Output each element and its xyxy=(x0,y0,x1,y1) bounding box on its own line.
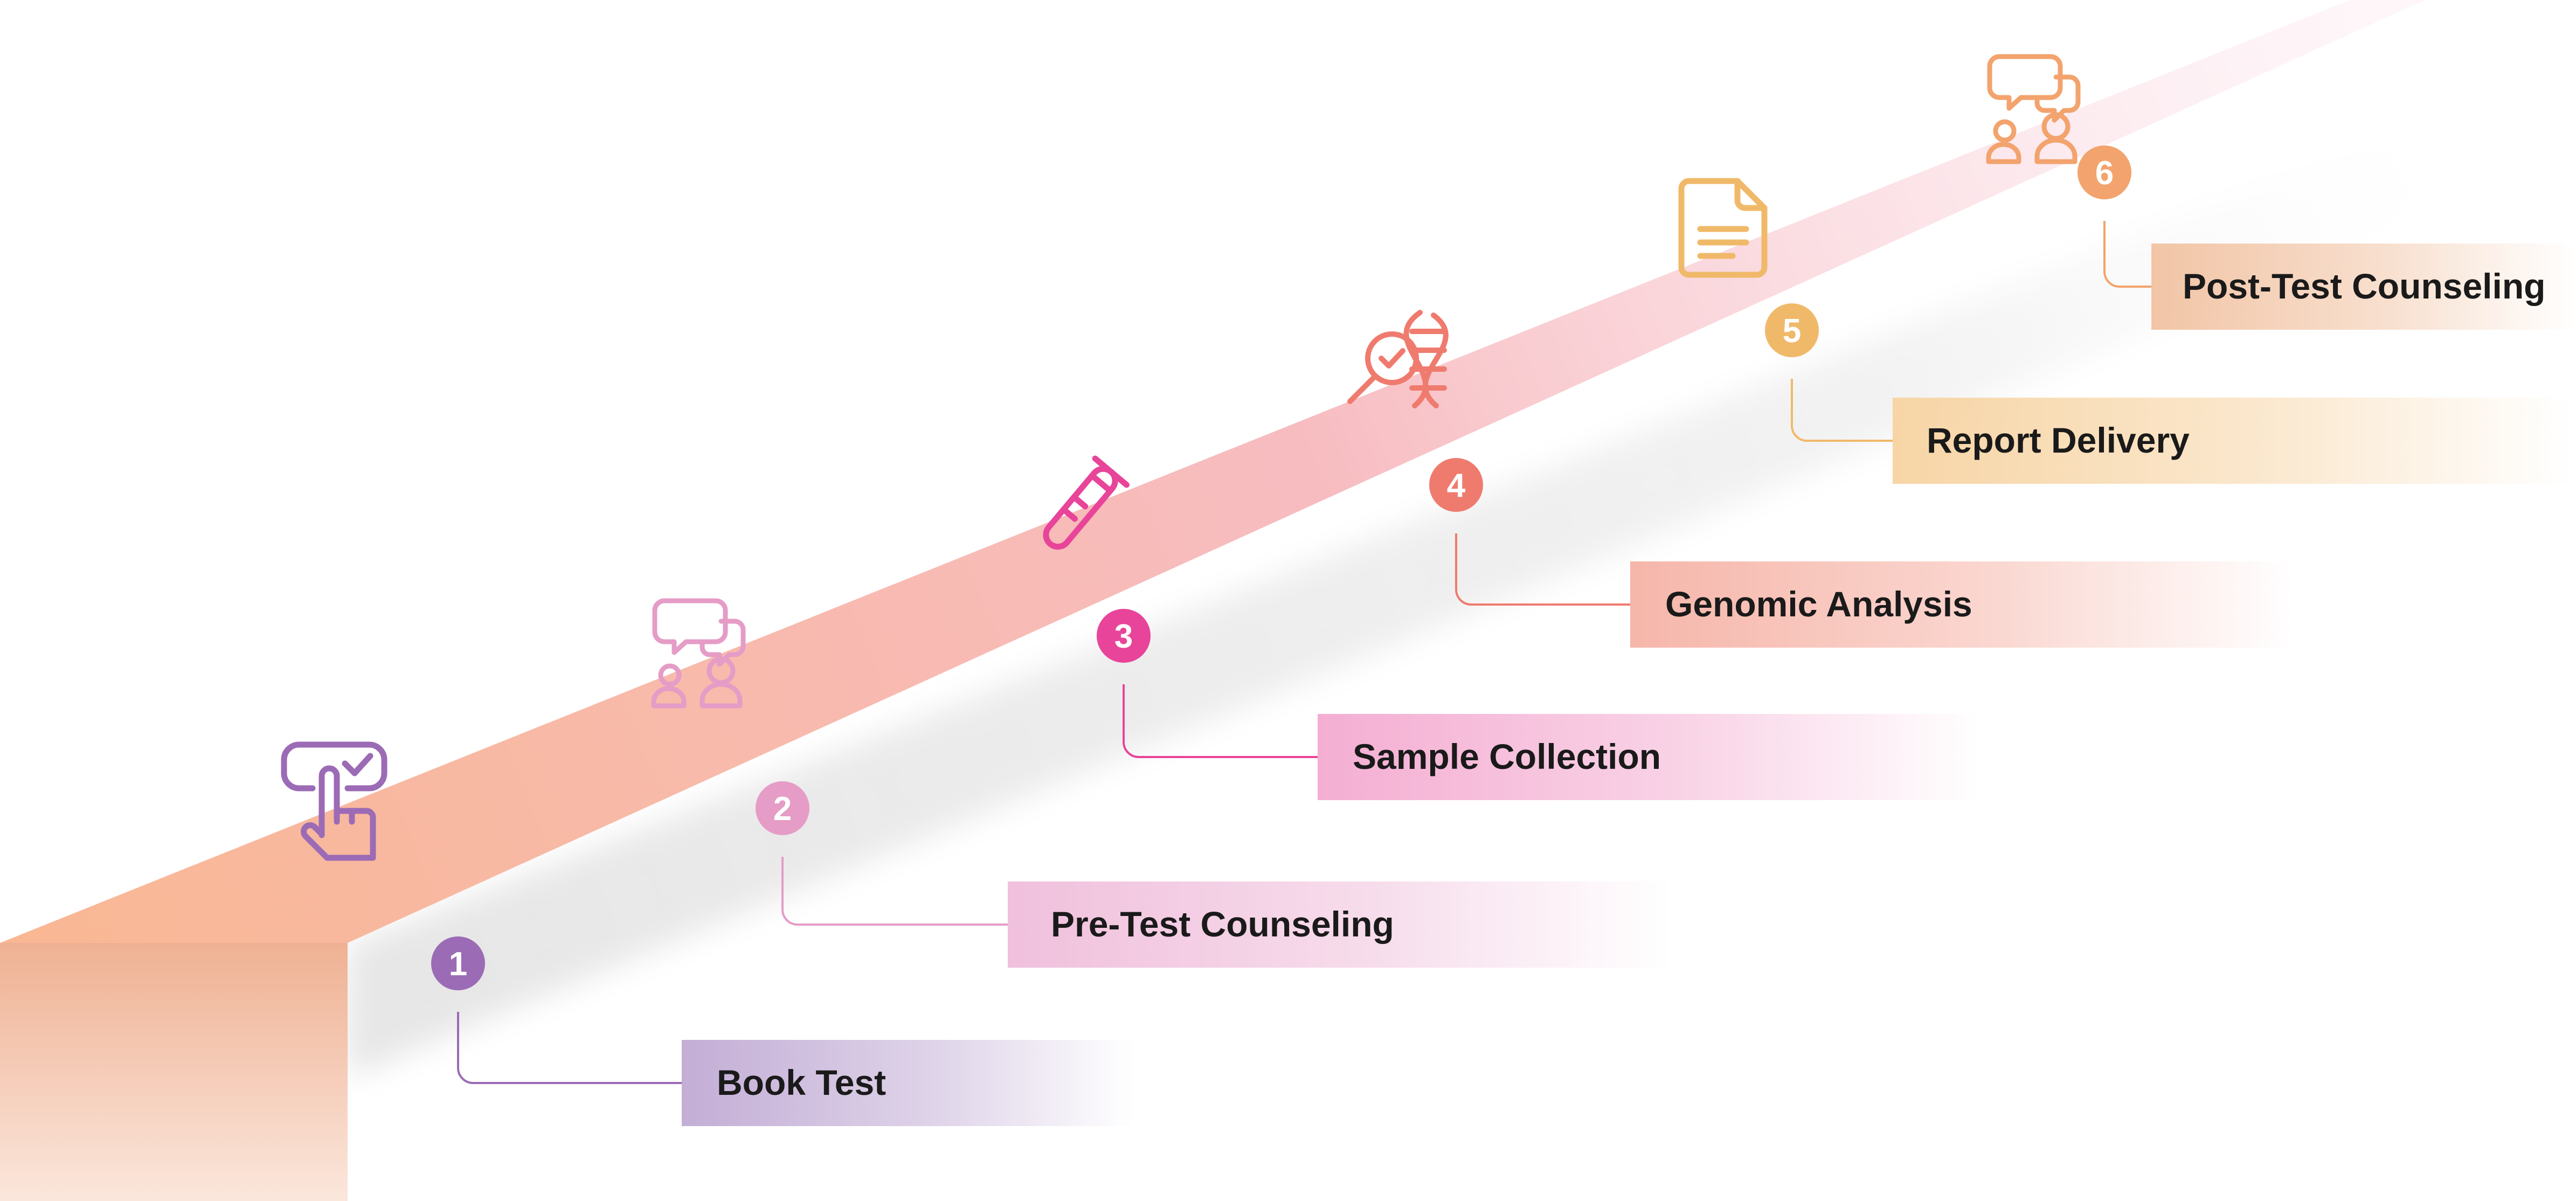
step-4-badge xyxy=(1429,458,1483,512)
step-5-band xyxy=(1893,398,2572,484)
step-3-band xyxy=(1318,714,1981,800)
step-2-badge xyxy=(756,781,809,835)
step-1-band xyxy=(682,1040,1134,1126)
ramp xyxy=(0,0,2425,943)
step-5-badge xyxy=(1765,303,1819,357)
step-6-connector xyxy=(2103,221,2151,288)
step-3-connector xyxy=(1123,684,1318,758)
step-1-connector xyxy=(457,1012,682,1084)
ramp-pillar xyxy=(0,943,348,1201)
step-1-number: 1 xyxy=(449,946,467,983)
step-2-connector xyxy=(781,857,1008,926)
counseling-icon xyxy=(1986,54,2081,164)
step-2-label: Pre-Test Counseling xyxy=(1051,904,1394,944)
step-5-connector xyxy=(1791,379,1893,442)
step-2-band xyxy=(1008,881,1671,968)
dna-magnifier-icon xyxy=(1347,310,1449,408)
step-6-band xyxy=(2151,244,2576,330)
step-3-label: Sample Collection xyxy=(1353,737,1661,776)
step-6-number: 6 xyxy=(2095,155,2114,192)
step-2-number: 2 xyxy=(773,790,792,828)
step-4-number: 4 xyxy=(1447,467,1466,504)
step-1-label: Book Test xyxy=(717,1063,886,1102)
hand-checkbox-icon xyxy=(281,741,387,861)
step-5-label: Report Delivery xyxy=(1927,420,2190,460)
counseling-icon xyxy=(651,598,746,709)
icons-layer xyxy=(281,54,2081,861)
test-tube-icon xyxy=(1043,455,1130,550)
step-1-badge xyxy=(431,936,485,990)
ramp-shadow xyxy=(348,78,2533,1078)
step-6-badge xyxy=(2078,145,2131,199)
step-3-number: 3 xyxy=(1114,618,1133,655)
step-4-connector xyxy=(1455,533,1630,606)
step-3-badge xyxy=(1097,609,1151,663)
step-4-band xyxy=(1630,561,2293,648)
step-4-label: Genomic Analysis xyxy=(1665,584,1972,624)
step-6-label: Post-Test Counseling xyxy=(2183,266,2545,306)
document-icon xyxy=(1678,178,1768,278)
step-5-number: 5 xyxy=(1783,313,1801,350)
